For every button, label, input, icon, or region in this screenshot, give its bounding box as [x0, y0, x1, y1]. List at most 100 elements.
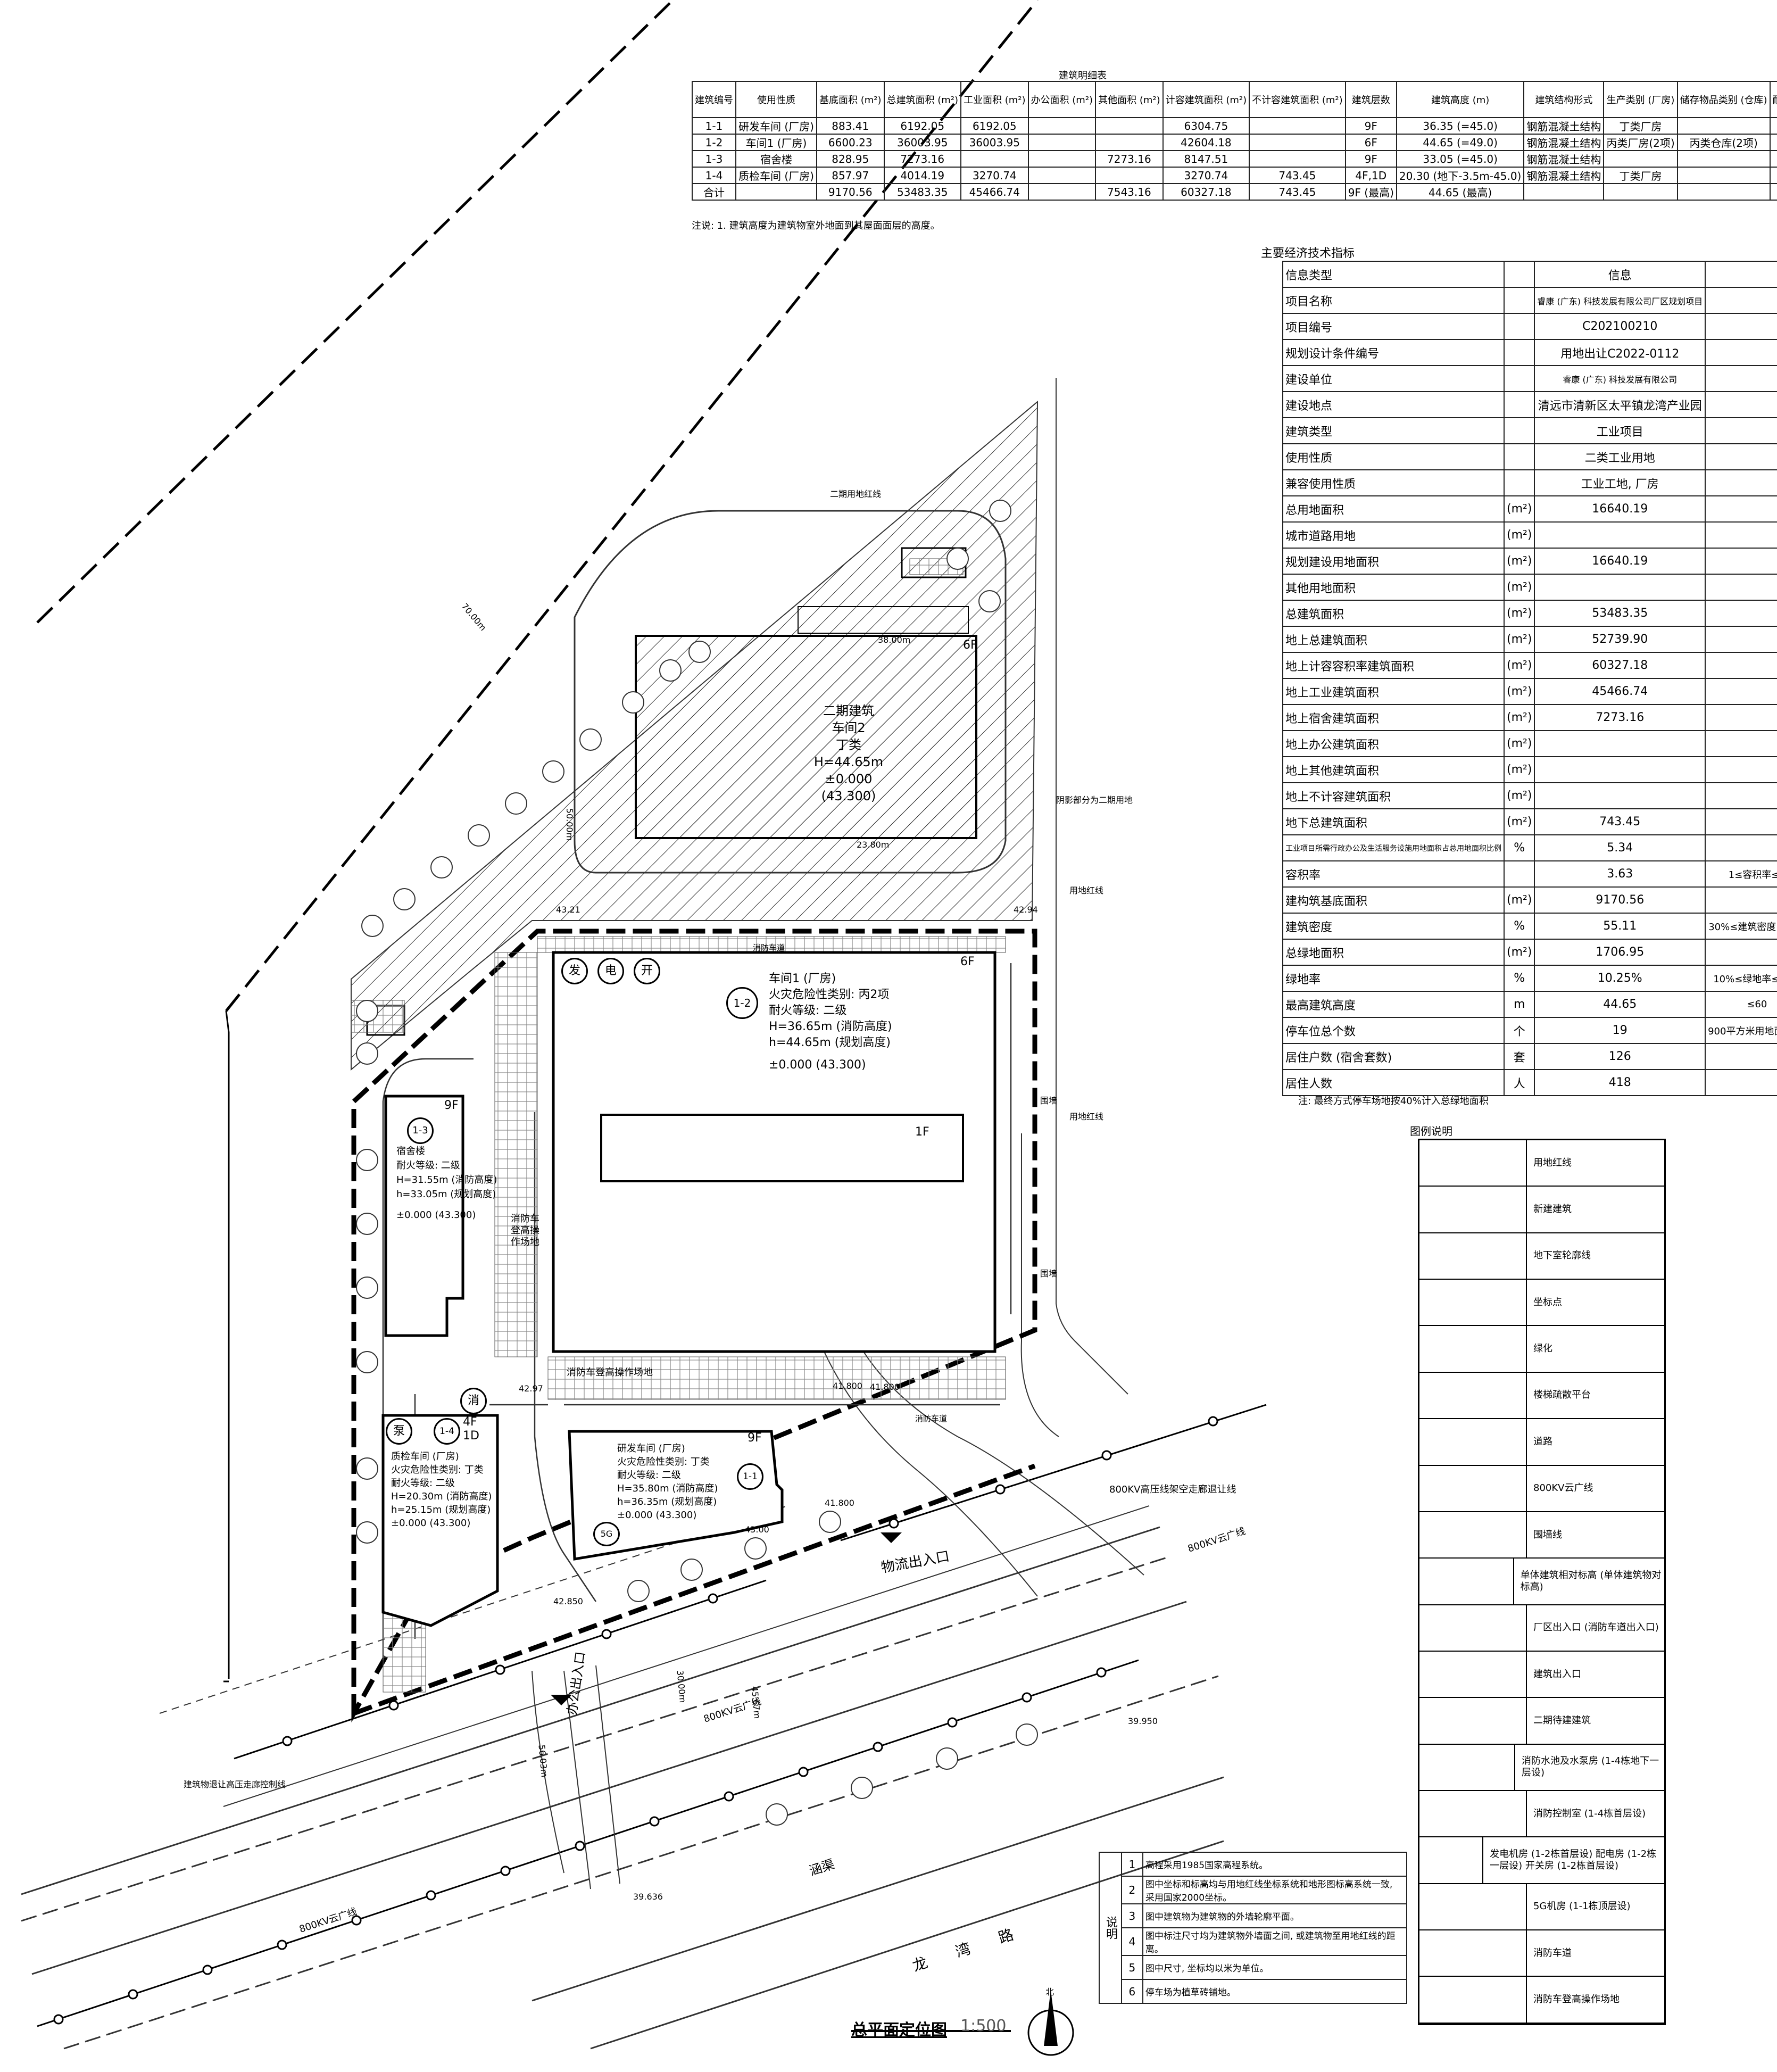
eco-row: 其他用地面积(m²)	[1282, 574, 1777, 601]
eco-cell: (m²)	[1503, 808, 1535, 835]
legend-item: 围墙线	[1419, 1512, 1664, 1559]
building-1-1	[568, 1430, 784, 1561]
building-cell: 4014.19	[883, 167, 962, 184]
eco-cell: 44.65	[1534, 991, 1706, 1018]
eco-cell	[1705, 939, 1777, 966]
eco-cell: 60327.18	[1534, 652, 1706, 679]
redline-label-2: 用地红线	[1069, 1112, 1104, 1122]
elev-3: 41.800	[825, 1498, 854, 1508]
building-cell: 钢筋混凝土结构	[1523, 117, 1605, 135]
building-cell: 1-1	[692, 117, 736, 135]
eco-cell: m	[1503, 991, 1535, 1018]
building-1-1-id: 1-1	[737, 1463, 763, 1490]
note-text: 停车场为植草砖铺地。	[1142, 1979, 1408, 2004]
building-cell: 857.97	[816, 167, 885, 184]
phase2-redline-label: 二期用地红线	[830, 489, 882, 499]
eco-cell: 城市道路用地	[1282, 521, 1505, 549]
hv-line-poles	[37, 1404, 1267, 2027]
phase2-road	[574, 510, 1007, 874]
building-cell	[735, 183, 817, 201]
eco-cell: (m²)	[1503, 574, 1535, 601]
elev-4: 42.850	[553, 1596, 583, 1606]
eco-cell: 地上不计容建筑面积	[1282, 782, 1505, 809]
legend-label: 单体建筑相对标高 (单体建筑物对标高)	[1520, 1569, 1662, 1593]
legend-symbol	[1419, 1512, 1527, 1558]
eco-cell: %	[1503, 913, 1535, 940]
generator-room-icon: 发	[561, 958, 588, 984]
redline-label: 用地红线	[1069, 885, 1104, 896]
eco-cell	[1705, 574, 1777, 601]
legend-label: 5G机房 (1-1栋顶层设)	[1533, 1901, 1631, 1912]
eco-cell: (m²)	[1503, 678, 1535, 705]
eco-cell	[1705, 313, 1777, 340]
eco-cell: 418	[1534, 1069, 1706, 1096]
eco-cell: 套	[1503, 1043, 1535, 1070]
dim-38: 38.00m	[878, 635, 911, 645]
legend-label: 道路	[1533, 1436, 1552, 1447]
legend-symbol	[1419, 1280, 1527, 1325]
eco-cell	[1534, 756, 1706, 783]
building-cell	[1523, 183, 1605, 201]
eco-cell: 总绿地面积	[1282, 939, 1505, 966]
building-cell: 3270.74	[1162, 167, 1250, 184]
eco-cell: (m²)	[1503, 548, 1535, 575]
eco-cell: (m²)	[1503, 495, 1535, 523]
eco-cell	[1503, 287, 1535, 314]
eco-cell: 绿地率	[1282, 965, 1505, 992]
eco-cell: 信息	[1534, 261, 1706, 288]
building-cell: 6192.05	[883, 117, 962, 135]
eco-cell: 规划设计条件编号	[1282, 339, 1505, 366]
building-cell	[1769, 183, 1777, 201]
eco-cell	[1705, 756, 1777, 783]
building-cell	[1027, 117, 1097, 135]
fire-lane-label-2: 消防车道	[915, 1414, 948, 1423]
trees	[356, 500, 1038, 1826]
building-cell: 二	[1769, 134, 1777, 151]
eco-row: 总用地面积(m²)16640.19	[1282, 495, 1777, 523]
eco-cell	[1534, 730, 1706, 757]
office-entry-arrow	[551, 1695, 572, 1705]
eco-cell: 建设地点	[1282, 391, 1505, 418]
eco-cell: 建筑密度	[1282, 913, 1505, 940]
building-1-2-1f	[600, 1114, 964, 1182]
eco-cell	[1705, 391, 1777, 418]
legend-label: 围墙线	[1533, 1529, 1562, 1540]
eco-cell: 居住人数	[1282, 1069, 1505, 1096]
eco-row: 地上计容容积率建筑面积(m²)60327.18	[1282, 652, 1777, 679]
eco-cell: 兼容使用性质	[1282, 469, 1505, 496]
eco-cell: 900平方米用地面积/个	[1705, 1017, 1777, 1044]
legend-item: 800KV云广线	[1419, 1465, 1664, 1512]
eco-cell	[1705, 417, 1777, 444]
eco-cell: (m²)	[1503, 730, 1535, 757]
eco-row: 工业项目所需行政办公及生活服务设施用地面积占总用地面积比例%5.34	[1282, 834, 1777, 861]
north-arrow	[1027, 1990, 1074, 2056]
legend-item: 发电机房 (1-2栋首层设) 配电房 (1-2栋一层设) 开关房 (1-2栋首层…	[1419, 1837, 1664, 1884]
eco-row: 城市道路用地(m²)	[1282, 521, 1777, 549]
elev-6: 39.950	[1128, 1716, 1158, 1726]
building-table: 建筑编号使用性质基底面积 (m²) 总建筑面积 (m²)工业面积 (m²)办公面…	[692, 81, 1777, 201]
building-1-3	[384, 1095, 464, 1337]
building-cell: 丙类厂房(2项)	[1603, 134, 1678, 151]
building-cell: 44.65 (最高)	[1396, 183, 1525, 201]
legend-label: 发电机房 (1-2栋首层设) 配电房 (1-2栋一层设) 开关房 (1-2栋首层…	[1490, 1849, 1657, 1872]
legend-symbol	[1419, 1698, 1527, 1744]
building-cell: 45466.74	[960, 183, 1029, 201]
eco-cell	[1503, 469, 1535, 496]
building-cell: 6600.23	[816, 134, 885, 151]
legend-item: 楼梯疏散平台	[1419, 1372, 1664, 1420]
5g-room-icon: 5G	[593, 1522, 620, 1546]
eco-cell	[1503, 261, 1535, 288]
legend-item: 消防车登高操作场地	[1419, 1977, 1664, 2024]
eco-cell: 用地出让C2022-0112	[1534, 339, 1706, 366]
legend-label: 消防车道	[1533, 1947, 1572, 1959]
eco-cell: 居住户数 (宿舍套数)	[1282, 1043, 1505, 1070]
building-cell: 丁类厂房	[1603, 167, 1678, 184]
